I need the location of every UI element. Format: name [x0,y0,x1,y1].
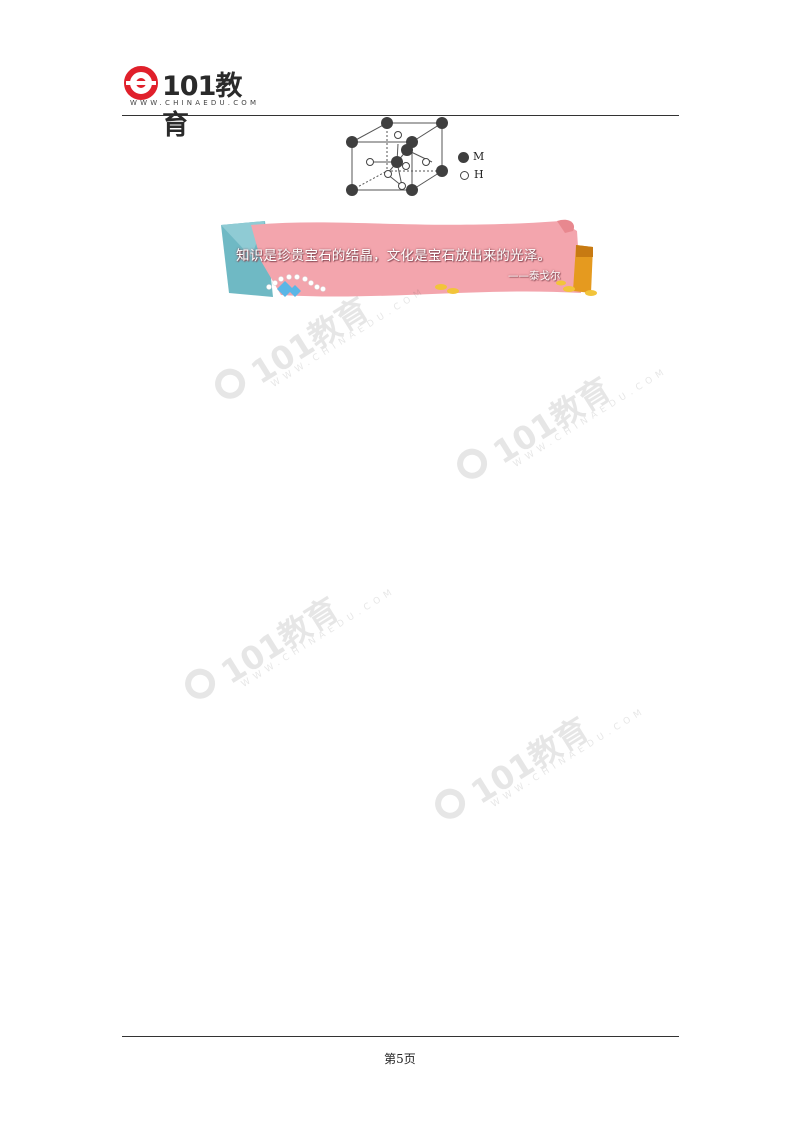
watermark-text: 101教育 [464,710,596,812]
open-circle-icon [460,170,469,180]
banner-quote-author: ——泰戈尔 [508,270,561,282]
legend-label-m: M [473,150,485,163]
watermark-subtext: WWW.CHINAEDU.COM [511,365,671,470]
logo-subtext: WWW.CHINAEDU.COM [130,99,260,107]
figure-legend: M H [458,148,484,184]
watermark: 101教育 WWW.CHINAEDU.COM [449,350,670,507]
quote-banner [221,219,597,297]
filled-circle-icon [458,151,469,163]
watermark: 101教育 WWW.CHINAEDU.COM [427,690,648,847]
crystal-structure-figure [346,117,448,196]
watermark-logo-icon [451,443,493,485]
brand-logo: 101教育 WWW.CHINAEDU.COM [124,64,256,141]
watermark-logo-icon [429,783,471,825]
watermark: 101教育 WWW.CHINAEDU.COM [177,570,398,727]
legend-label-h: H [474,168,484,181]
watermark-subtext: WWW.CHINAEDU.COM [239,585,399,690]
footer-rule [122,1036,679,1037]
legend-item-m: M [458,148,484,166]
watermark-logo-icon [209,363,251,405]
page-number: 第5页 [384,1052,416,1066]
logo-mark-icon [124,66,158,100]
watermark-text: 101教育 [486,370,618,472]
watermark-text: 101教育 [244,290,376,392]
watermark-text: 101教育 [214,590,346,692]
legend-item-h: H [458,166,484,184]
watermark-logo-icon [179,663,221,705]
banner-quote: 知识是珍贵宝石的结晶，文化是宝石放出来的光泽。 [236,248,552,264]
header-rule [122,115,679,116]
watermark-subtext: WWW.CHINAEDU.COM [489,705,649,810]
watermark-subtext: WWW.CHINAEDU.COM [269,285,429,390]
